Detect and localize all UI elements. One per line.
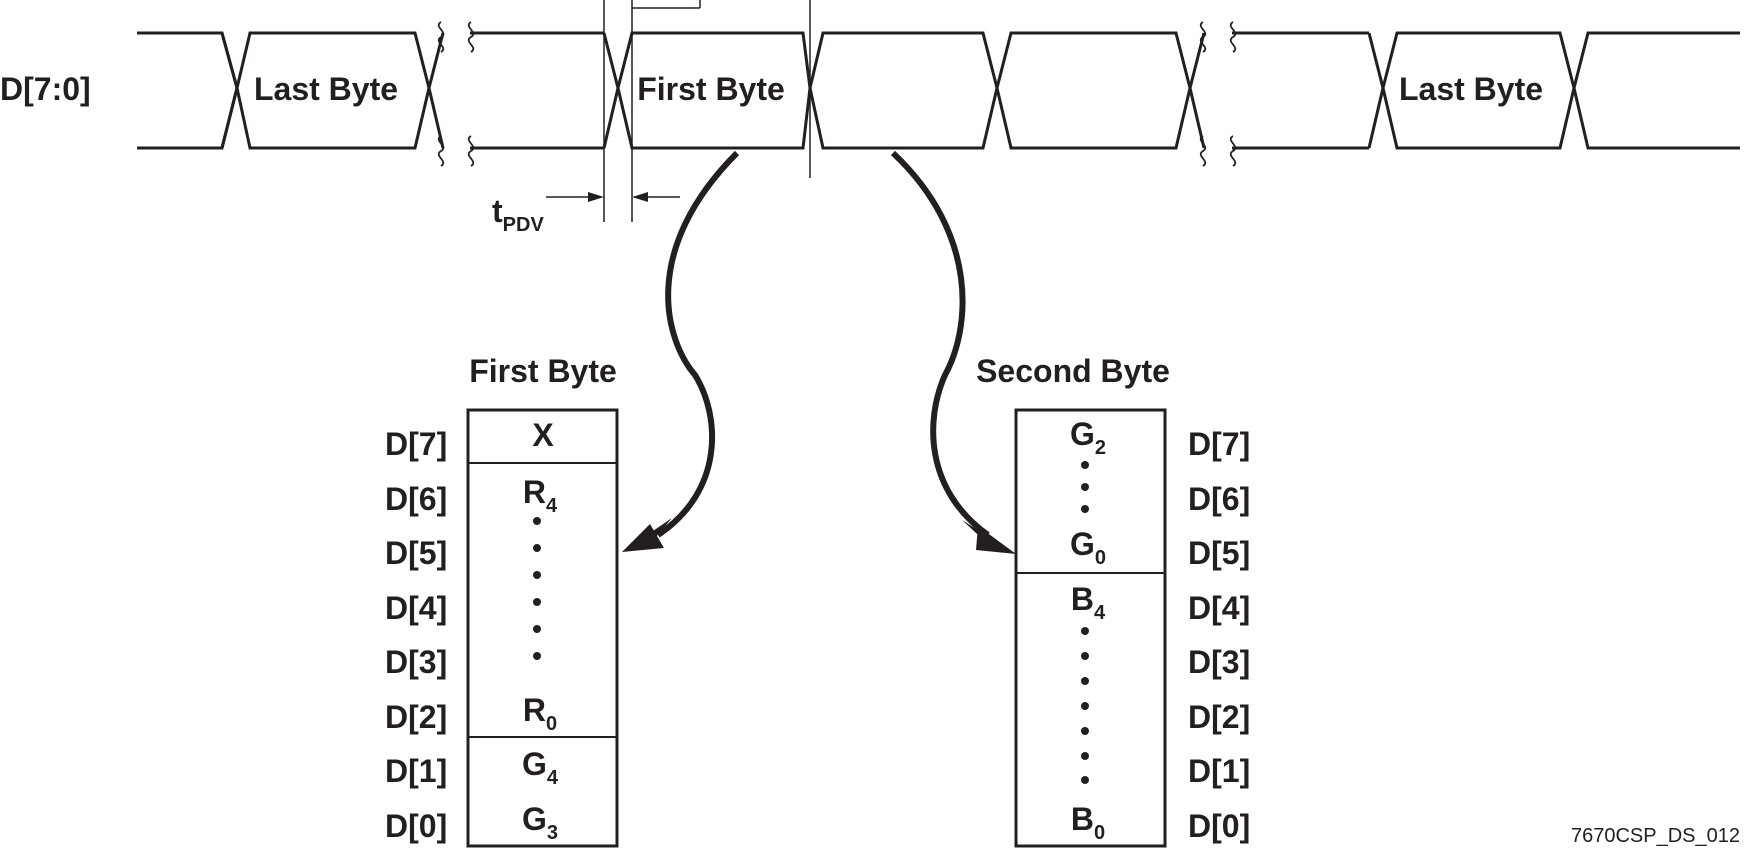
- cell-subscript: 3: [547, 822, 558, 844]
- arrow-to-second-byte: [890, 150, 1016, 554]
- pin-label: D[0]: [1188, 808, 1250, 844]
- pin-label: D[3]: [1188, 644, 1250, 680]
- cell-subscript: 0: [1095, 547, 1106, 569]
- pin-label: D[3]: [385, 644, 447, 680]
- pin-label: D[6]: [385, 481, 447, 517]
- figure-id: 7670CSP_DS_012: [1571, 825, 1740, 847]
- pin-label: D[4]: [1188, 590, 1250, 626]
- cell-symbol: G: [522, 746, 547, 782]
- first-byte-pin-labels: D[7] D[6] D[5] D[4] D[3] D[2] D[1] D[0]: [385, 426, 447, 844]
- pin-label: D[4]: [385, 590, 447, 626]
- cell-symbol: X: [532, 417, 554, 453]
- pin-label: D[2]: [1188, 699, 1250, 735]
- tpdv-annotation: tPDV: [492, 192, 680, 236]
- tpdv-main: t: [492, 193, 503, 229]
- cell-subscript: 4: [1094, 602, 1106, 624]
- pin-label: D[0]: [385, 808, 447, 844]
- register-cell: G0: [1070, 526, 1106, 569]
- pin-label: D[6]: [1188, 481, 1250, 517]
- cell-symbol: R: [523, 692, 546, 728]
- timing-reference-lines: [603, 0, 811, 222]
- pin-label: D[7]: [1188, 426, 1250, 462]
- cell-symbol: R: [523, 474, 546, 510]
- register-cell: B0: [1071, 801, 1105, 844]
- register-cell: R4: [523, 474, 558, 517]
- svg-text:tPDV: tPDV: [492, 193, 544, 236]
- arrow-to-first-byte: [622, 150, 740, 552]
- register-cell: G2: [1070, 416, 1106, 459]
- cell-symbol: G: [522, 801, 547, 837]
- tpdv-sub: PDV: [503, 214, 545, 236]
- bus-break-mark: [1199, 21, 1237, 167]
- pin-label: D[2]: [385, 699, 447, 735]
- cell-subscript: 4: [547, 767, 559, 789]
- register-cell: G3: [522, 801, 558, 844]
- ellipsis-dots: [1081, 627, 1089, 784]
- bus-waveform: [137, 31, 1740, 150]
- pin-label: D[5]: [385, 535, 447, 571]
- register-cell: R0: [523, 692, 557, 735]
- pin-label: D[5]: [1188, 535, 1250, 571]
- cell-subscript: 0: [546, 713, 557, 735]
- cell-symbol: B: [1071, 801, 1094, 837]
- register-cell: B4: [1071, 581, 1106, 624]
- cell-subscript: 0: [1094, 822, 1105, 844]
- ellipsis-dots: [533, 517, 541, 660]
- first-byte-title: First Byte: [469, 353, 617, 389]
- first-byte-register: [466, 408, 619, 848]
- bus-break-mark: [437, 21, 475, 167]
- cell-subscript: 2: [1095, 437, 1106, 459]
- bus-segment-label: Last Byte: [1399, 71, 1543, 107]
- second-byte-pin-labels: D[7] D[6] D[5] D[4] D[3] D[2] D[1] D[0]: [1188, 426, 1250, 844]
- register-cell: G4: [522, 746, 559, 789]
- pin-label: D[1]: [385, 753, 447, 789]
- cell-symbol: G: [1070, 526, 1095, 562]
- register-cell: X: [532, 417, 554, 453]
- cell-symbol: G: [1070, 416, 1095, 452]
- bus-segment-label: Last Byte: [254, 71, 398, 107]
- bus-signal-label: D[7:0]: [0, 71, 91, 107]
- pin-label: D[7]: [385, 426, 447, 462]
- second-byte-register: [1014, 408, 1167, 848]
- pin-label: D[1]: [1188, 753, 1250, 789]
- bus-segment-label: First Byte: [637, 71, 785, 107]
- ellipsis-dots: [1081, 461, 1089, 513]
- cell-symbol: B: [1071, 581, 1094, 617]
- cell-subscript: 4: [546, 495, 558, 517]
- second-byte-title: Second Byte: [976, 353, 1170, 389]
